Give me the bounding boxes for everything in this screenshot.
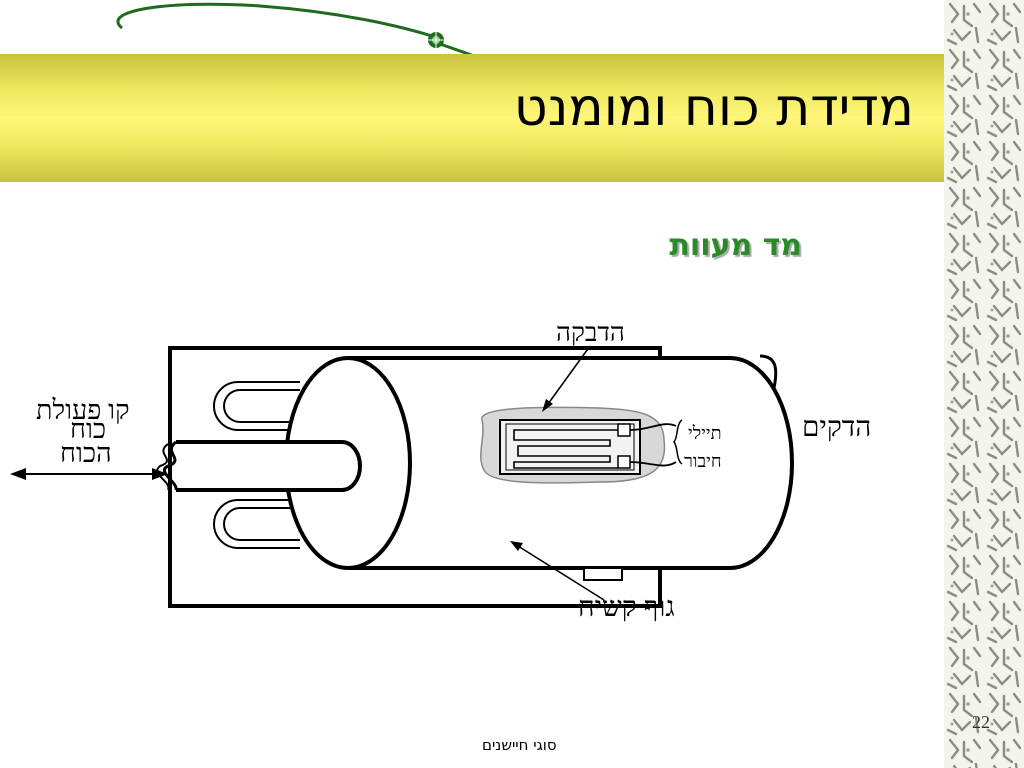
lower-loop-spring — [213, 499, 300, 549]
footer-text: סוגי חיישנים — [482, 736, 557, 754]
gauge-backing — [499, 419, 641, 475]
solder-pad-top — [617, 423, 631, 437]
rod-break — [162, 440, 178, 491]
slide-subtitle: מד מעוות — [669, 228, 802, 263]
lead-wire-bottom — [629, 461, 677, 467]
page-number: 22 — [972, 712, 990, 732]
strain-gauge-diagram: הדבקה קו פעולת כוח הכוח תיילי חיבור הדקי… — [0, 300, 944, 640]
force-line-label-top: קו פעולת — [36, 395, 130, 425]
title-band — [0, 54, 944, 182]
rigid-body-label: גוף קשיח — [578, 592, 675, 623]
slide-title: מדידת כוח ומומנט — [513, 78, 914, 138]
upper-loop-spring-inner — [223, 389, 300, 423]
decorative-flower-icon — [428, 32, 444, 48]
force-line-label-mid: כוח — [70, 414, 107, 444]
clamp-hook — [759, 354, 778, 389]
clamps-label: הדקים — [802, 412, 872, 443]
force-rod — [176, 440, 362, 492]
gauge-grid — [513, 429, 618, 469]
upper-loop-spring — [213, 381, 300, 431]
lower-loop-spring-inner — [223, 507, 300, 541]
decorative-pattern-strip — [944, 0, 1024, 768]
strain-gauge-drawing — [10, 345, 794, 608]
solder-pad-bottom — [617, 455, 631, 469]
lead-wire-top — [629, 423, 677, 431]
wires-brace — [672, 419, 683, 465]
force-line-label-bottom: הכוח — [60, 438, 112, 468]
wires-label-top: תיילי — [688, 423, 722, 443]
adhesive-label: הדבקה — [556, 318, 625, 347]
rigid-body-leader-arrow — [510, 541, 605, 601]
force-double-arrow — [10, 468, 168, 480]
adhesive-leader-arrow — [542, 345, 591, 412]
bottom-tab — [583, 567, 623, 581]
wires-label-bottom: חיבור — [684, 451, 722, 471]
